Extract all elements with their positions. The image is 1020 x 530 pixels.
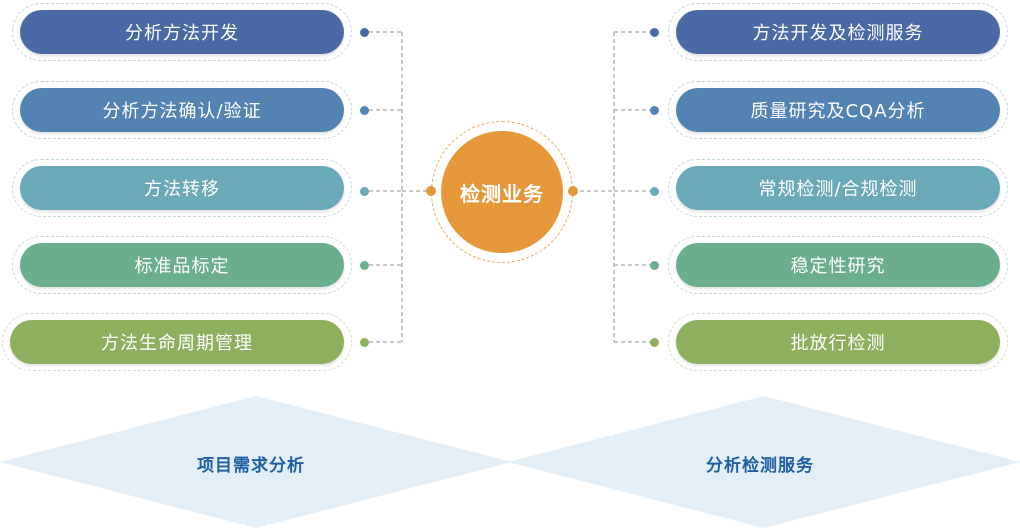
left-item-1: 分析方法开发 xyxy=(12,3,352,61)
right-pill-4[interactable]: 稳定性研究 xyxy=(676,243,1000,287)
right-dot-5 xyxy=(650,338,659,347)
left-dot-5 xyxy=(360,338,369,347)
right-pill-2[interactable]: 质量研究及CQA分析 xyxy=(676,88,1000,132)
base-label-right: 分析检测服务 xyxy=(706,456,814,476)
left-pill-3[interactable]: 方法转移 xyxy=(20,166,344,210)
left-dot-4 xyxy=(360,261,369,270)
base-diamond-left xyxy=(0,396,512,528)
left-item-2: 分析方法确认/验证 xyxy=(12,81,352,139)
right-dot-3 xyxy=(650,187,659,196)
left-dot-3 xyxy=(360,187,369,196)
left-item-5: 方法生命周期管理 xyxy=(2,313,352,371)
right-item-3: 常规检测/合规检测 xyxy=(668,159,1008,217)
center-dot-right xyxy=(568,186,578,196)
left-pill-5[interactable]: 方法生命周期管理 xyxy=(10,320,344,364)
right-dot-1 xyxy=(650,28,659,37)
right-item-5: 批放行检测 xyxy=(668,313,1008,371)
right-dot-2 xyxy=(650,106,659,115)
right-pill-3[interactable]: 常规检测/合规检测 xyxy=(676,166,1000,210)
right-item-4: 稳定性研究 xyxy=(668,236,1008,294)
left-pill-2[interactable]: 分析方法确认/验证 xyxy=(20,88,344,132)
left-pill-4[interactable]: 标准品标定 xyxy=(20,243,344,287)
left-pill-1[interactable]: 分析方法开发 xyxy=(20,10,344,54)
right-item-1: 方法开发及检测服务 xyxy=(668,3,1008,61)
base-label-left: 项目需求分析 xyxy=(197,456,305,476)
center-dot-left xyxy=(426,186,436,196)
left-item-4: 标准品标定 xyxy=(12,236,352,294)
right-pill-5[interactable]: 批放行检测 xyxy=(676,320,1000,364)
right-item-2: 质量研究及CQA分析 xyxy=(668,81,1008,139)
right-dot-4 xyxy=(650,261,659,270)
right-pill-1[interactable]: 方法开发及检测服务 xyxy=(676,10,1000,54)
left-dot-2 xyxy=(360,106,369,115)
center-node[interactable]: 检测业务 xyxy=(441,131,563,253)
base-diamond-right xyxy=(508,396,1020,528)
left-item-3: 方法转移 xyxy=(12,159,352,217)
left-dot-1 xyxy=(360,28,369,37)
